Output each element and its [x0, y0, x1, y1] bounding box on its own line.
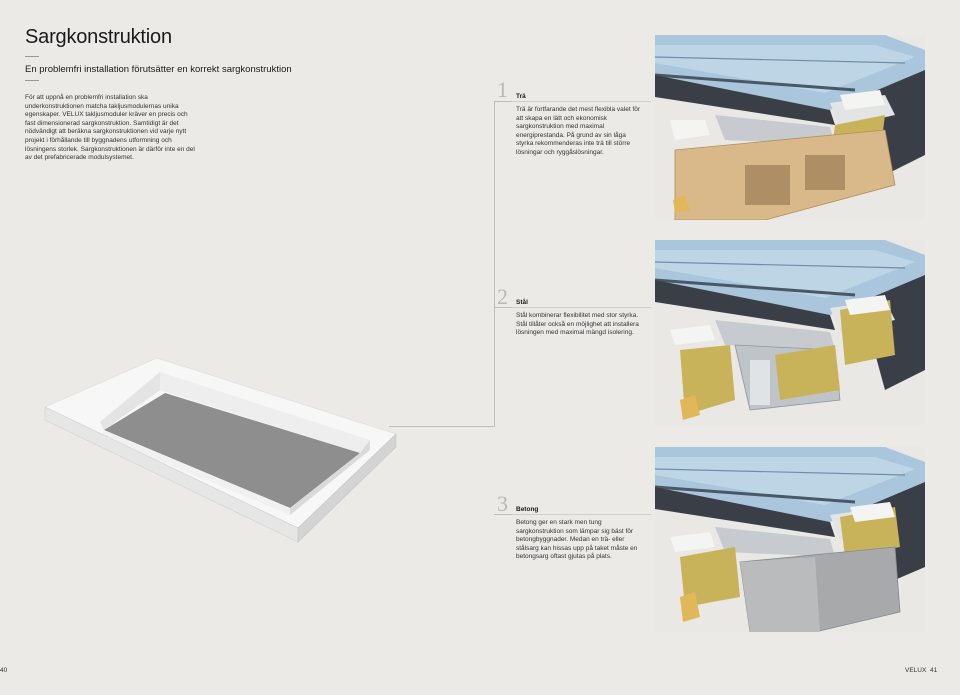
leader-line-1: [494, 101, 512, 102]
wood-curb-image: [655, 35, 925, 220]
intro-paragraph: För att uppnå en problemfri installation…: [25, 94, 195, 162]
leader-line-3: [494, 514, 512, 515]
section-3-number: 3: [497, 491, 508, 516]
section-2-body: Stål kombinerar flexibilitet med stor st…: [516, 312, 639, 337]
section-1-number: 1: [497, 77, 508, 102]
page-number-left: 40: [0, 667, 8, 674]
section-1-heading: Trä: [516, 93, 526, 100]
leader-line-horizontal: [389, 426, 495, 427]
subtitle-rule: [25, 80, 39, 81]
section-1-rule: [511, 101, 651, 102]
section-3-rule: [511, 514, 651, 515]
section-1-body: Trä är fortfarande det mest flexibla val…: [516, 106, 641, 156]
curb-frame-illustration: [44, 357, 397, 543]
page-subtitle: En problemfri installation förutsätter e…: [25, 64, 292, 75]
section-2-number: 2: [497, 284, 508, 309]
section-2-heading: Stål: [516, 299, 528, 306]
page-title: Sargkonstruktion: [25, 26, 172, 48]
page-number-right: 41: [930, 667, 938, 674]
section-2-rule: [511, 307, 651, 308]
concrete-curb-image: [655, 447, 925, 632]
leader-line-vertical: [494, 102, 495, 427]
title-rule: [25, 56, 39, 57]
brand-name: VELUX: [905, 667, 927, 674]
section-3-body: Betong ger en stark men tung sargkonstru…: [516, 519, 638, 561]
section-3-heading: Betong: [516, 506, 539, 513]
leader-line-2: [494, 307, 512, 308]
steel-curb-image: [655, 240, 925, 425]
